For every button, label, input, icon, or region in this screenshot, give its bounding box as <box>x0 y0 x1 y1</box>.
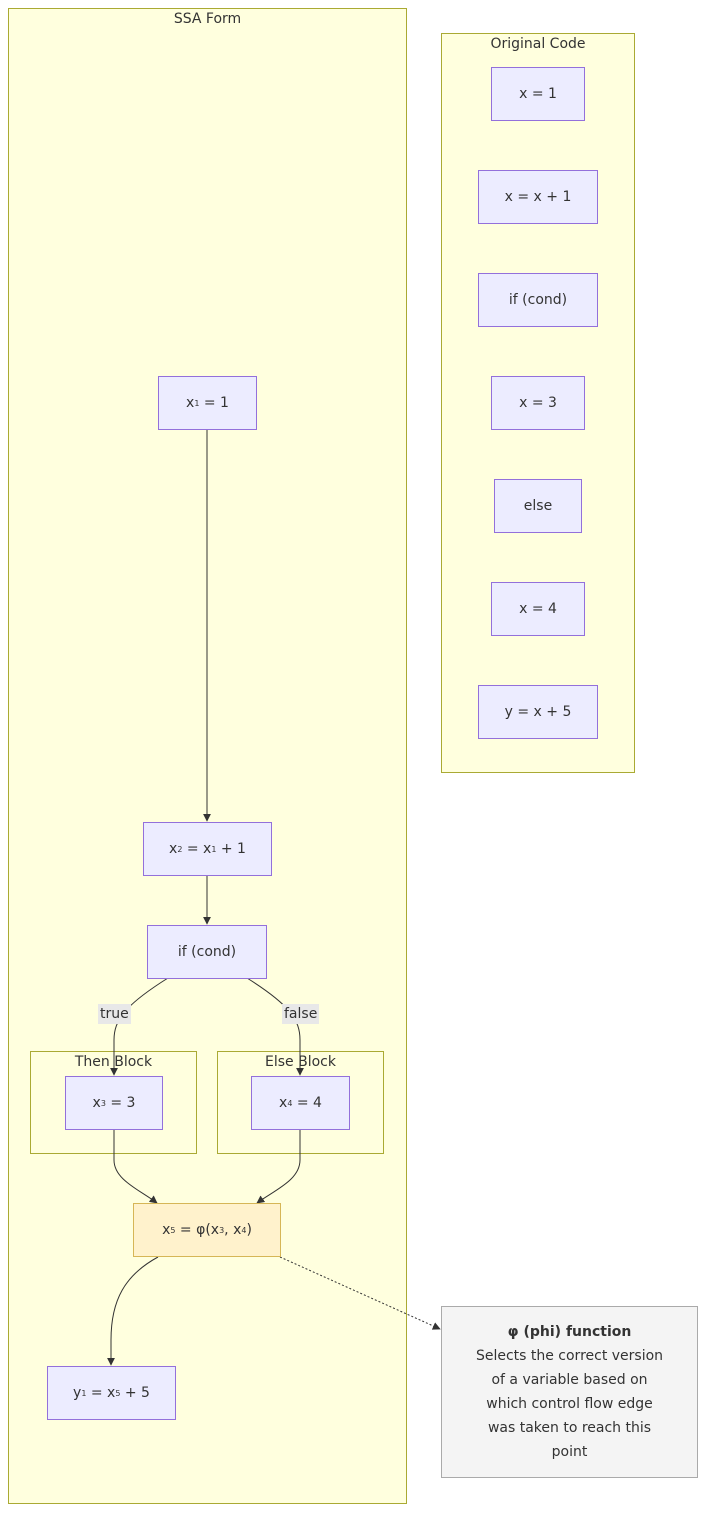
original-node-2: x = x + 1 <box>478 170 598 224</box>
edge-x4-phi <box>256 1130 301 1204</box>
phi-sub: 5 <box>170 1225 176 1235</box>
note-title: φ (phi) function <box>507 1324 632 1340</box>
x1-sub: 1 <box>194 398 200 408</box>
phi-sub2: 3 <box>219 1225 225 1235</box>
x4-rest: = 4 <box>292 1095 322 1111</box>
phi-mid: = φ(x <box>175 1222 220 1238</box>
original-node-5: else <box>494 479 582 533</box>
x1-var: x <box>186 395 195 411</box>
x3-sub: 3 <box>100 1098 106 1108</box>
original-node-1: x = 1 <box>491 67 585 121</box>
phi-function-note: φ (phi) function Selects the correct ver… <box>441 1306 698 1478</box>
x2-sub2: 1 <box>211 844 217 854</box>
note-line: was taken to reach this <box>487 1420 652 1436</box>
x4-sub: 4 <box>287 1098 293 1108</box>
edge-label-true: true <box>98 1004 131 1024</box>
ssa-node-cond: if (cond) <box>147 925 267 979</box>
edge-x3-phi <box>113 1130 158 1204</box>
note-line: of a variable based on <box>491 1372 648 1388</box>
edge-phi-note <box>279 1256 441 1330</box>
x1-rest: = 1 <box>199 395 229 411</box>
edge-cond-x3 <box>110 977 169 1076</box>
cluster-title-then: Then Block <box>74 1054 153 1070</box>
x4-var: x <box>279 1095 288 1111</box>
y1-rest: + 5 <box>120 1385 150 1401</box>
original-node-6: x = 4 <box>491 582 585 636</box>
x3-var: x <box>92 1095 101 1111</box>
x2-rest: + 1 <box>216 841 246 857</box>
x2-var: x <box>169 841 178 857</box>
edge-label-false: false <box>282 1004 320 1024</box>
note-line: Selects the correct version <box>475 1348 664 1364</box>
x2-sub: 2 <box>177 844 183 854</box>
phi-sub3: 4 <box>241 1225 247 1235</box>
note-line: which control flow edge <box>486 1396 653 1412</box>
y1-sub2: 5 <box>115 1388 121 1398</box>
cluster-original-code: Original Code <box>441 33 635 773</box>
cluster-title-ssa: SSA Form <box>173 11 242 27</box>
x3-rest: = 3 <box>105 1095 136 1111</box>
original-node-4: x = 3 <box>491 376 585 430</box>
edge-phi-y1 <box>107 1256 159 1366</box>
phi-mid2: , x <box>224 1222 242 1238</box>
x2-mid: = x <box>182 841 212 857</box>
original-node-3: if (cond) <box>478 273 598 327</box>
y1-mid: = x <box>86 1385 116 1401</box>
phi-var: x <box>162 1222 171 1238</box>
y1-var: y <box>73 1385 82 1401</box>
original-node-7: y = x + 5 <box>478 685 598 739</box>
phi-rest: ) <box>246 1222 252 1238</box>
edge-cond-x4 <box>246 977 304 1076</box>
note-line: point <box>551 1444 588 1460</box>
y1-sub: 1 <box>81 1388 87 1398</box>
cluster-title-original: Original Code <box>490 36 586 52</box>
